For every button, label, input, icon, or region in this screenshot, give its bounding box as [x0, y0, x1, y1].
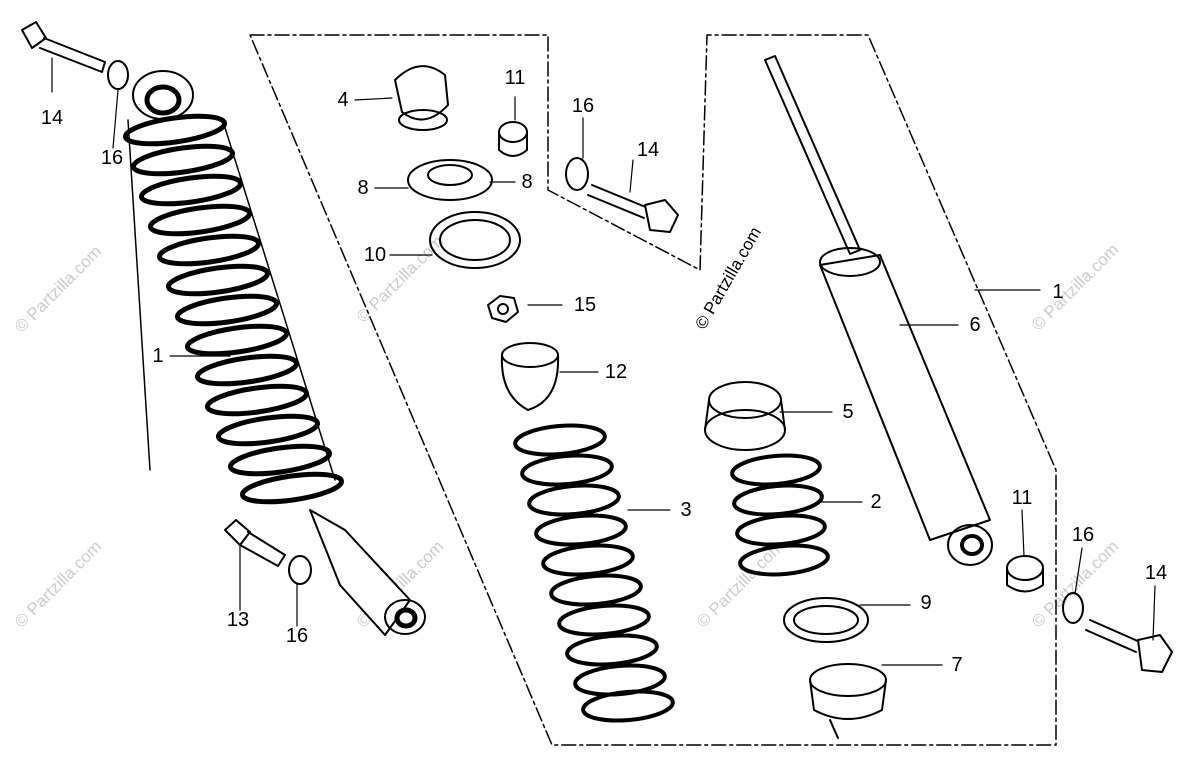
part-7-adjuster — [809, 663, 887, 739]
bolt-14-mid — [587, 184, 679, 233]
callout-14-right: 14 — [1144, 562, 1168, 584]
part-15-nut — [487, 295, 519, 323]
callout-11-bottom: 11 — [1011, 487, 1033, 509]
callout-8-right: 8 — [521, 171, 533, 193]
callout-7: 7 — [951, 654, 963, 676]
washer-16-mid — [565, 157, 589, 191]
part-8-cotter — [407, 159, 493, 201]
part-11-bushing-bottom — [1006, 555, 1044, 593]
callout-16-top-left: 16 — [100, 147, 124, 169]
callout-16-right: 16 — [1071, 524, 1095, 546]
callout-9: 9 — [920, 592, 932, 614]
callout-11-top: 11 — [504, 67, 526, 89]
part-10-ring — [429, 211, 521, 269]
assembly-boundary — [249, 34, 1057, 746]
part-5-spring-seat — [704, 381, 786, 451]
callout-16-bottom-left: 16 — [285, 625, 309, 647]
part-11-bushing-top — [498, 121, 528, 157]
washer-16-bottom-left — [288, 555, 312, 585]
callout-6: 6 — [969, 314, 981, 336]
bolt-13 — [224, 519, 286, 567]
callout-14-mid: 14 — [636, 139, 660, 161]
bolt-14-top-left — [21, 21, 106, 73]
callout-1-left: 1 — [152, 345, 164, 367]
part-6-damper-unit — [764, 55, 993, 566]
callout-4: 4 — [337, 89, 349, 111]
callout-13: 13 — [226, 609, 250, 631]
callout-8-left: 8 — [357, 177, 369, 199]
part-4-spring-seat-cap — [394, 65, 449, 131]
assembled-shock-absorber — [122, 70, 426, 636]
washer-16-right — [1062, 592, 1084, 624]
callout-1-right: 1 — [1052, 281, 1064, 303]
part-12-bump-stop — [500, 342, 560, 411]
callout-12: 12 — [604, 361, 628, 383]
bolt-14-right — [1085, 619, 1173, 673]
part-2-inner-spring — [730, 453, 830, 577]
callout-16-mid: 16 — [571, 95, 595, 117]
callout-14-top-left: 14 — [40, 107, 64, 129]
washer-16-top-left — [107, 60, 129, 90]
callout-3: 3 — [680, 499, 692, 521]
callout-2: 2 — [870, 491, 882, 513]
callout-15: 15 — [573, 294, 597, 316]
callout-10: 10 — [363, 244, 387, 266]
part-3-main-spring — [513, 423, 675, 723]
callout-5: 5 — [842, 401, 854, 423]
part-9-ring — [783, 597, 869, 643]
